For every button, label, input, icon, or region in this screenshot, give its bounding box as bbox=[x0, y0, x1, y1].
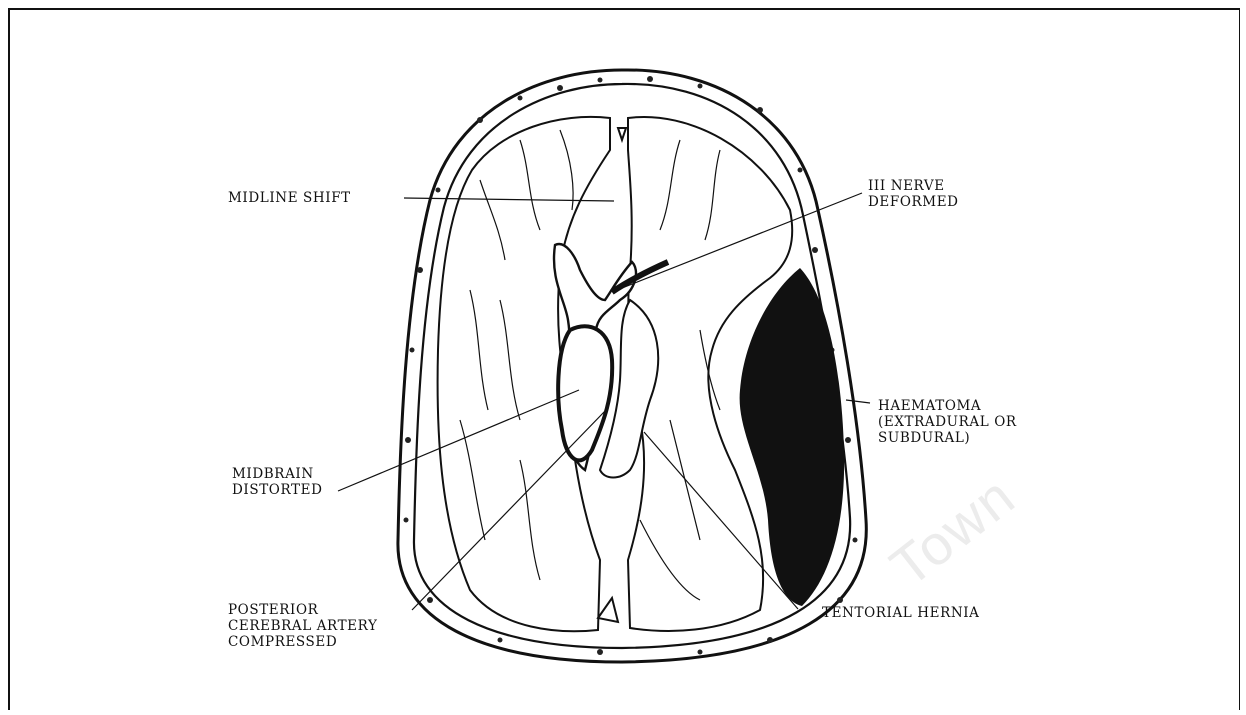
label-iii-nerve-deformed: III NERVE DEFORMED bbox=[868, 178, 959, 210]
label-midline-shift: MIDLINE SHIFT bbox=[228, 190, 351, 206]
label-posterior-cerebral-artery: POSTERIOR CEREBRAL ARTERY COMPRESSED bbox=[228, 602, 378, 650]
label-tentorial-hernia: TENTORIAL HERNIA bbox=[822, 605, 980, 621]
label-haematoma: HAEMATOMA (EXTRADURAL OR SUBDURAL) bbox=[878, 398, 1017, 446]
label-midbrain-distorted: MIDBRAIN DISTORTED bbox=[232, 466, 323, 498]
